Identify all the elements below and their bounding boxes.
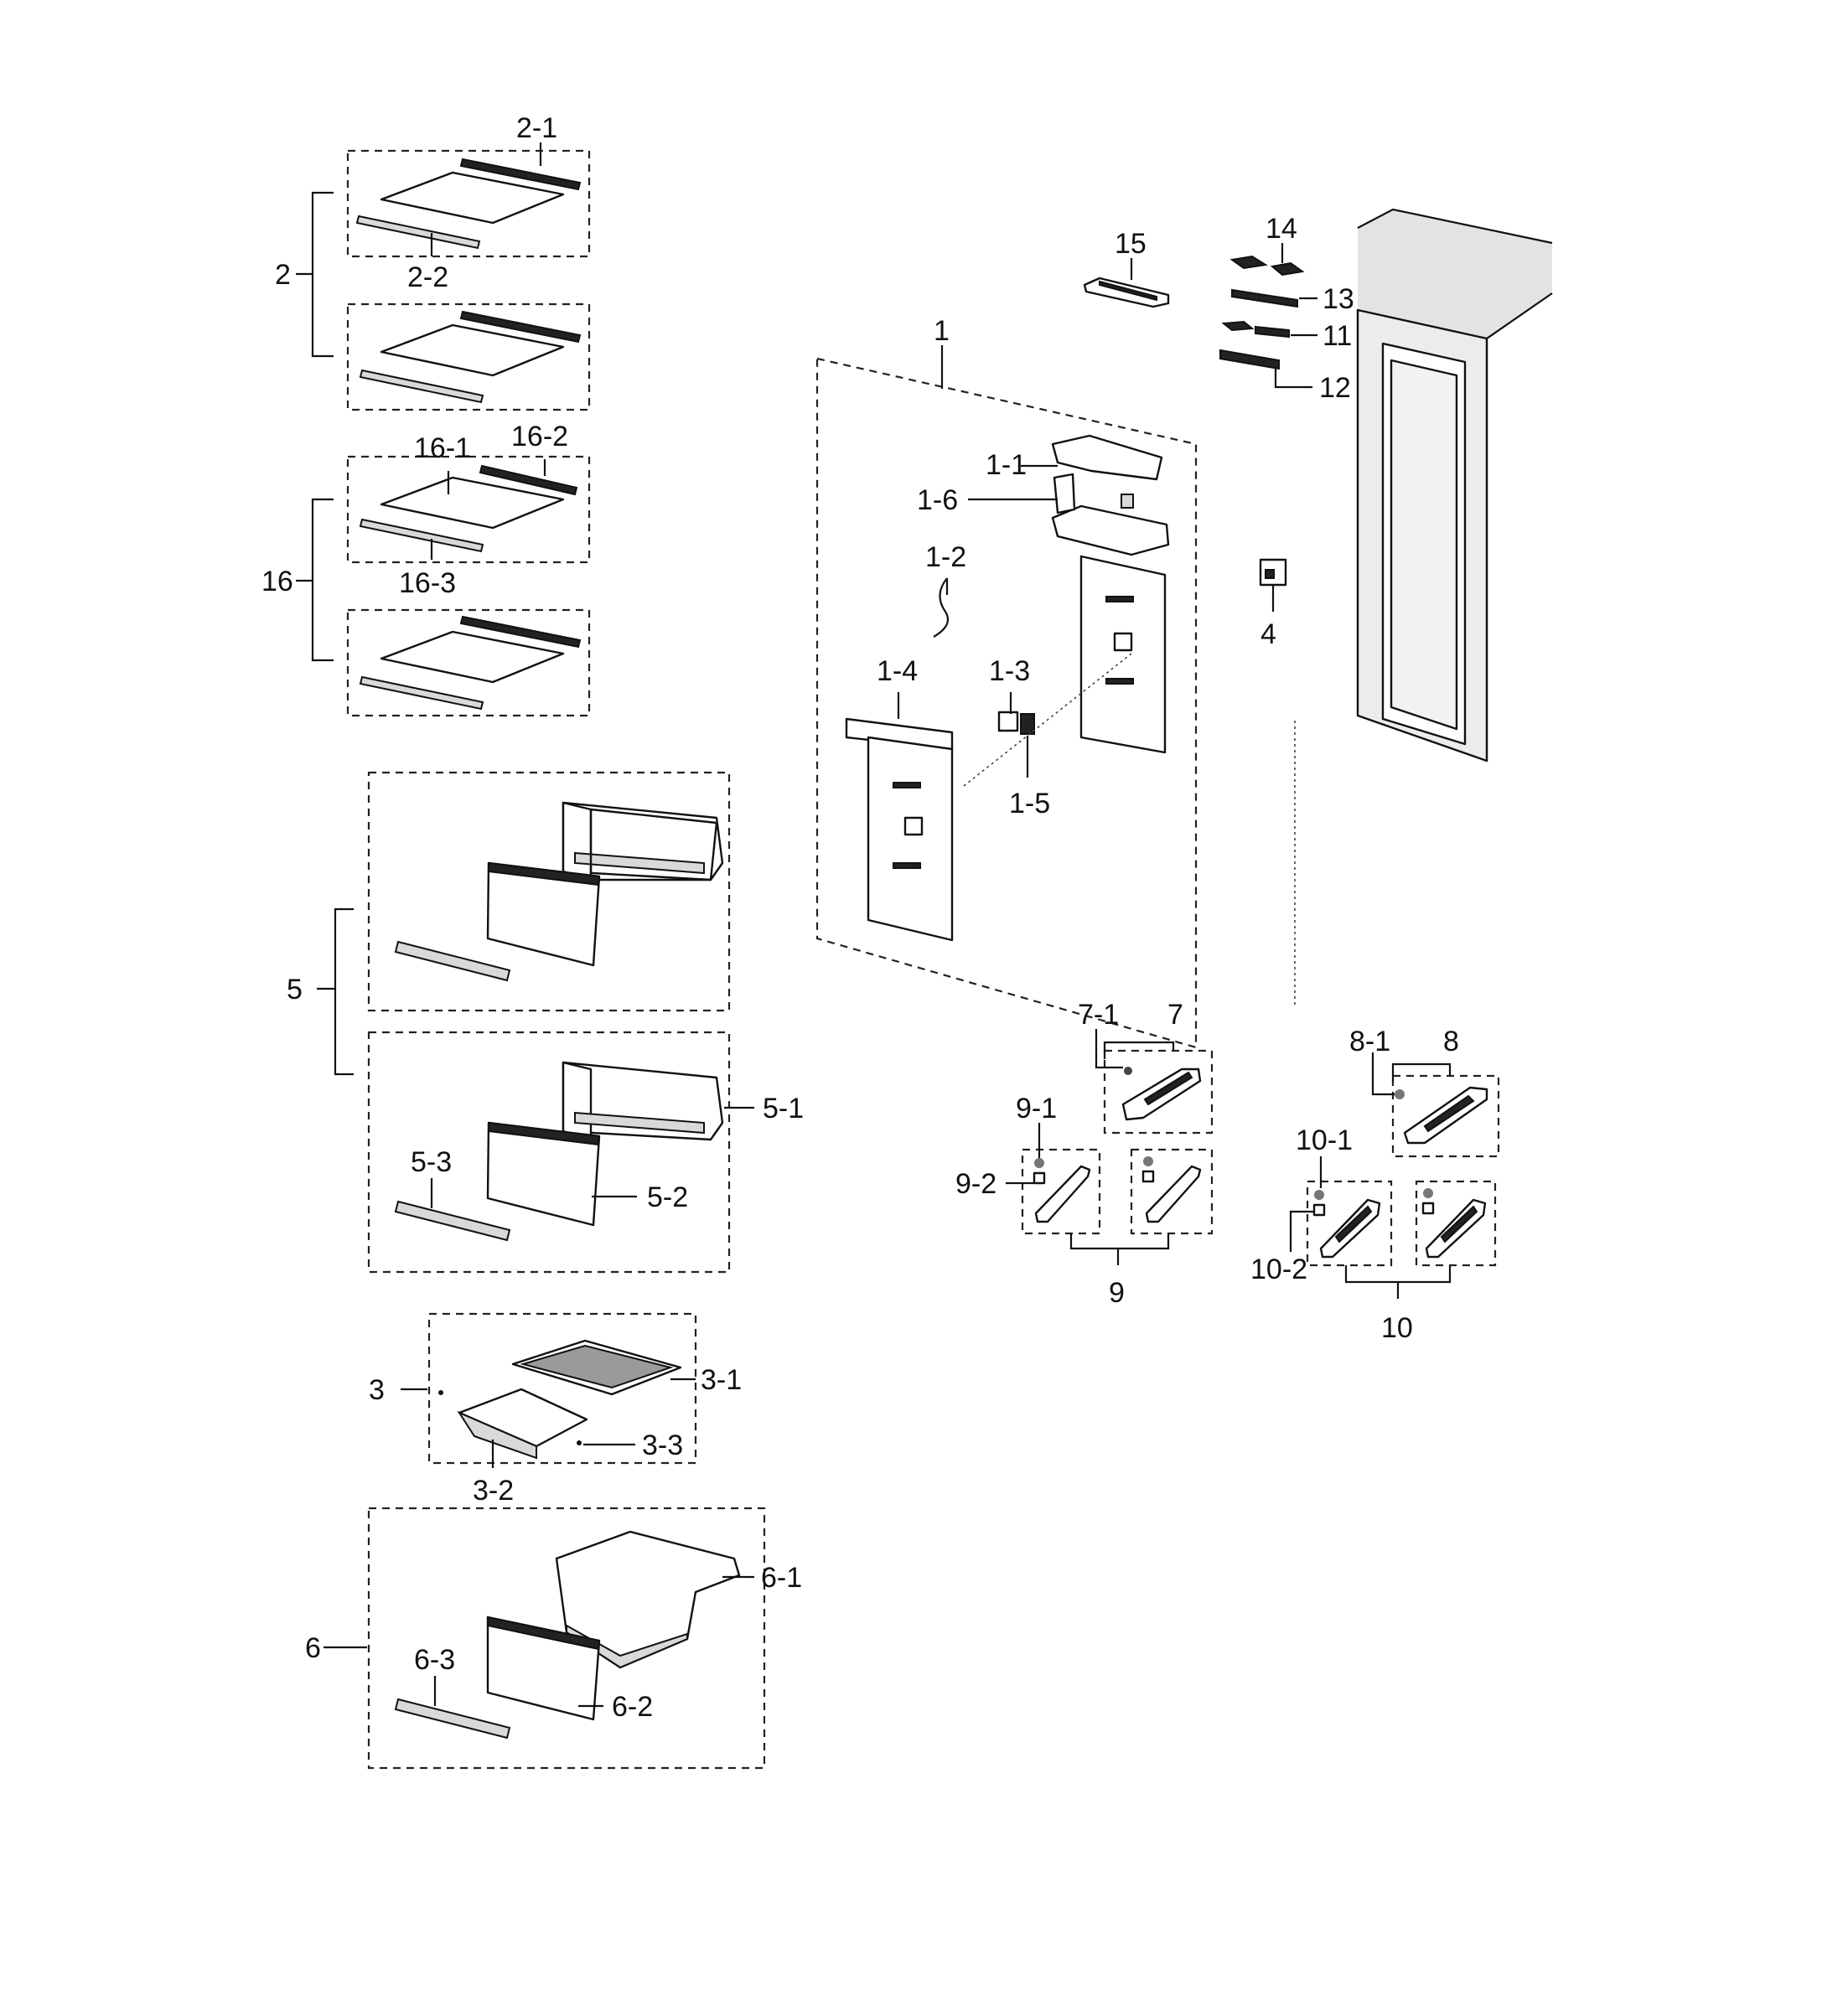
label-5: 5 <box>287 974 303 1006</box>
shelf-group-16: 16-1 16-2 16-3 16 <box>261 421 591 717</box>
label-16-3: 16-3 <box>399 567 456 599</box>
label-3-1: 3-1 <box>701 1364 742 1396</box>
label-7: 7 <box>1167 999 1183 1031</box>
label-6-3: 6-3 <box>414 1644 455 1676</box>
label-1-3: 1-3 <box>989 655 1030 687</box>
label-1-2: 1-2 <box>925 541 966 573</box>
label-4: 4 <box>1260 618 1276 650</box>
label-11: 11 <box>1323 320 1352 352</box>
label-2-2: 2-2 <box>407 261 448 293</box>
label-2-1: 2-1 <box>516 112 557 144</box>
label-7-1: 7-1 <box>1078 999 1119 1031</box>
shelf-group-2: 2-1 2-2 2 <box>275 112 591 411</box>
label-12: 12 <box>1319 372 1351 404</box>
label-14: 14 <box>1266 213 1297 245</box>
label-1-6: 1-6 <box>917 484 958 516</box>
part-group-8: 8-1 8 <box>1349 1026 1500 1158</box>
label-5-1: 5-1 <box>763 1093 804 1124</box>
label-10-1: 10-1 <box>1296 1124 1353 1156</box>
cover-group-3: 3 3-1 3-3 3-2 <box>369 1312 742 1507</box>
label-8: 8 <box>1443 1026 1459 1057</box>
label-10: 10 <box>1381 1312 1413 1344</box>
label-1-1: 1-1 <box>986 449 1027 481</box>
label-5-2: 5-2 <box>647 1181 688 1213</box>
label-6-1: 6-1 <box>761 1562 802 1594</box>
label-6-2: 6-2 <box>612 1691 653 1723</box>
label-9: 9 <box>1109 1277 1125 1309</box>
refrigerator-cabinet <box>1294 208 1553 1006</box>
label-2: 2 <box>275 259 291 291</box>
label-6: 6 <box>305 1632 321 1664</box>
label-16-1: 16-1 <box>414 432 471 464</box>
part-group-10: 10-1 10-2 10 <box>1250 1124 1497 1344</box>
label-13: 13 <box>1323 283 1354 315</box>
label-8-1: 8-1 <box>1349 1026 1390 1057</box>
label-3-3: 3-3 <box>642 1429 683 1461</box>
label-10-2: 10-2 <box>1250 1254 1307 1285</box>
drawer-group-6: 6 6-1 6-2 6-3 <box>305 1507 802 1770</box>
label-1-4: 1-4 <box>877 655 918 687</box>
label-3: 3 <box>369 1374 385 1406</box>
part-group-9: 9-1 9-2 9 <box>955 1093 1214 1309</box>
label-9-1: 9-1 <box>1016 1093 1057 1124</box>
label-1: 1 <box>934 315 950 347</box>
label-1-5: 1-5 <box>1009 788 1050 819</box>
top-parts: 15 14 13 11 12 4 <box>1083 213 1354 650</box>
label-9-2: 9-2 <box>955 1168 996 1200</box>
label-3-2: 3-2 <box>473 1475 514 1507</box>
label-15: 15 <box>1115 228 1147 260</box>
label-16: 16 <box>261 566 293 597</box>
label-5-3: 5-3 <box>411 1146 452 1178</box>
crisper-group-5: 5 5-1 5-2 5-3 <box>287 771 804 1274</box>
label-16-2: 16-2 <box>511 421 568 452</box>
panel-assembly-1: 1 1-1 1-6 1-2 1-3 1-4 1-5 <box>815 315 1198 1049</box>
part-group-7: 7-1 7 <box>1078 999 1214 1135</box>
